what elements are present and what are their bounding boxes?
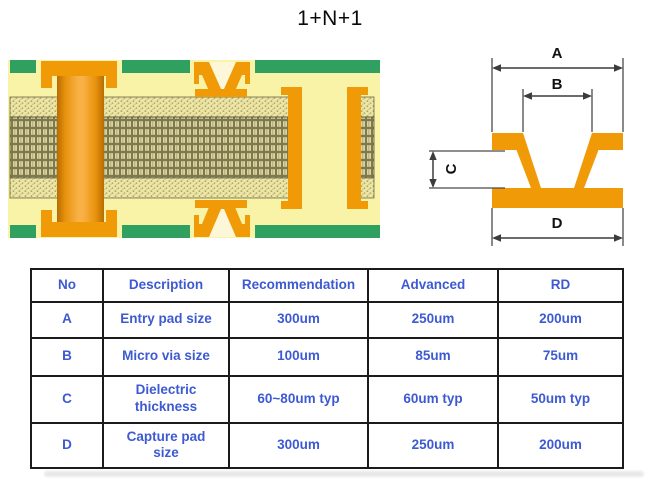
via-dimension-diagram: A B C [429,45,624,246]
cell-description: Entry pad size [102,301,230,339]
table-row-c: C Dielectric thickness 60~80um typ 60um … [30,374,624,424]
core-slot [302,85,347,213]
cell-description: Micro via size [102,336,230,377]
capture-pad [195,200,247,208]
cell-description: Capture pad size [102,421,230,470]
table-shadow [44,471,644,477]
cell-rd: 50um typ [497,374,624,424]
page-title: 1+N+1 [297,7,363,30]
via-dimple [209,62,236,89]
cell-description: Dielectric thickness [102,374,230,424]
col-header-recommendation: Recommendation [228,268,369,303]
dimension-label-b: B [552,76,563,93]
spec-table: No Description Recommendation Advanced R… [30,268,624,470]
cell-no: C [30,374,104,424]
bottom-green-layer [10,225,380,238]
micro-via-top [194,62,250,97]
cell-no: B [30,336,104,377]
top-green-layer [10,60,380,73]
dimension-c: C [429,150,505,189]
cell-recommendation: 60~80um typ [228,374,369,424]
through-hole-via [41,61,117,237]
capture-pad [195,89,247,97]
cell-advanced: 60um typ [367,374,499,424]
cell-advanced: 85um [367,336,499,377]
dimension-label-a: A [552,45,563,62]
table-row-a: A Entry pad size 300um 250um 200um [30,301,624,339]
via-dimple [209,209,236,237]
col-header-advanced: Advanced [367,268,499,303]
capture-pad-layer [492,188,623,208]
entry-pad-right [592,133,623,150]
col-header-no: No [30,268,104,303]
cross-section-diagram [8,60,380,238]
cell-no: A [30,301,104,339]
via-hole [523,133,592,188]
cell-rd: 75um [497,336,624,377]
entry-pad-left [492,133,523,150]
micro-via-bottom [194,200,250,237]
cell-rd: 200um [497,421,624,470]
dimension-b: B [522,76,593,132]
dimension-a: A [491,45,624,132]
cell-recommendation: 300um [228,421,369,470]
dimension-d: D [491,208,624,246]
col-header-description: Description [102,268,230,303]
col-header-rd: RD [497,268,624,303]
dimension-label-c: C [443,163,460,174]
table-row-b: B Micro via size 100um 85um 75um [30,336,624,377]
cell-advanced: 250um [367,301,499,339]
cell-no: D [30,421,104,470]
cell-advanced: 250um [367,421,499,470]
dimension-label-d: D [552,215,563,232]
slot-copper-walls [281,87,368,209]
table-row-d: D Capture pad size 300um 250um 200um [30,421,624,470]
cell-recommendation: 100um [228,336,369,377]
table-header-row: No Description Recommendation Advanced R… [30,268,624,303]
cell-rd: 200um [497,301,624,339]
cell-recommendation: 300um [228,301,369,339]
